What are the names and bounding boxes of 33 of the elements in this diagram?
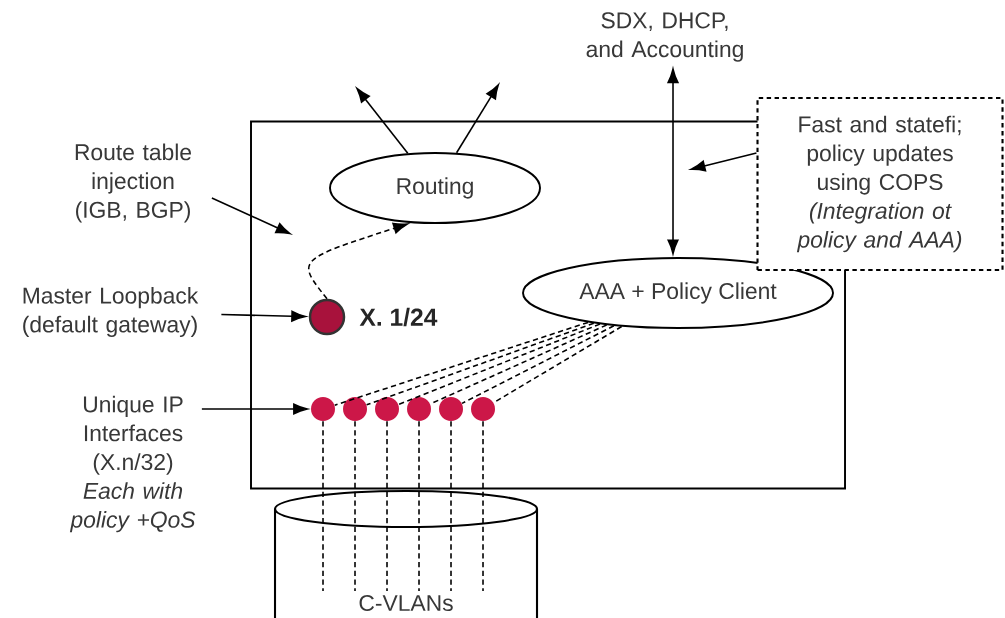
connector	[418, 420, 420, 592]
connector	[482, 420, 484, 592]
interface-dot	[308, 298, 346, 336]
interface-dot	[439, 397, 463, 421]
node-label: C-VLANs	[359, 594, 453, 612]
interface-dot	[407, 397, 431, 421]
note-box: Fast and statefi; policy updates using COPS (Integration ot policy and AAA)	[756, 96, 1004, 272]
arrow	[201, 403, 308, 415]
cylinder: C-VLANs	[273, 489, 539, 618]
connector	[397, 323, 601, 406]
arrow	[690, 152, 758, 172]
connector	[386, 420, 388, 592]
annotation-text: Unique IP Interfaces (X.n/32) Each with policy +QoS	[69, 395, 196, 533]
interface-dot	[375, 397, 399, 421]
connector	[450, 420, 452, 592]
connector	[322, 420, 324, 592]
annotation-text: SDX, DHCP, and Accounting	[586, 12, 743, 62]
interface-dot	[343, 397, 367, 421]
connector	[461, 325, 615, 405]
arrow	[220, 310, 307, 322]
connector	[365, 322, 595, 406]
connector	[354, 420, 356, 592]
arrow	[667, 68, 679, 255]
interface-dot	[471, 397, 495, 421]
annotation-text: Master Loopback (default gateway)	[23, 286, 199, 338]
annotation-text: Route table injection (IGB, BGP)	[75, 143, 191, 223]
connector	[333, 321, 589, 406]
interface-dot	[311, 397, 335, 421]
arrow	[308, 222, 408, 300]
address-label: X. 1/24	[359, 307, 438, 327]
arrow	[356, 87, 409, 155]
arrow	[211, 197, 291, 235]
arrow	[455, 84, 499, 154]
